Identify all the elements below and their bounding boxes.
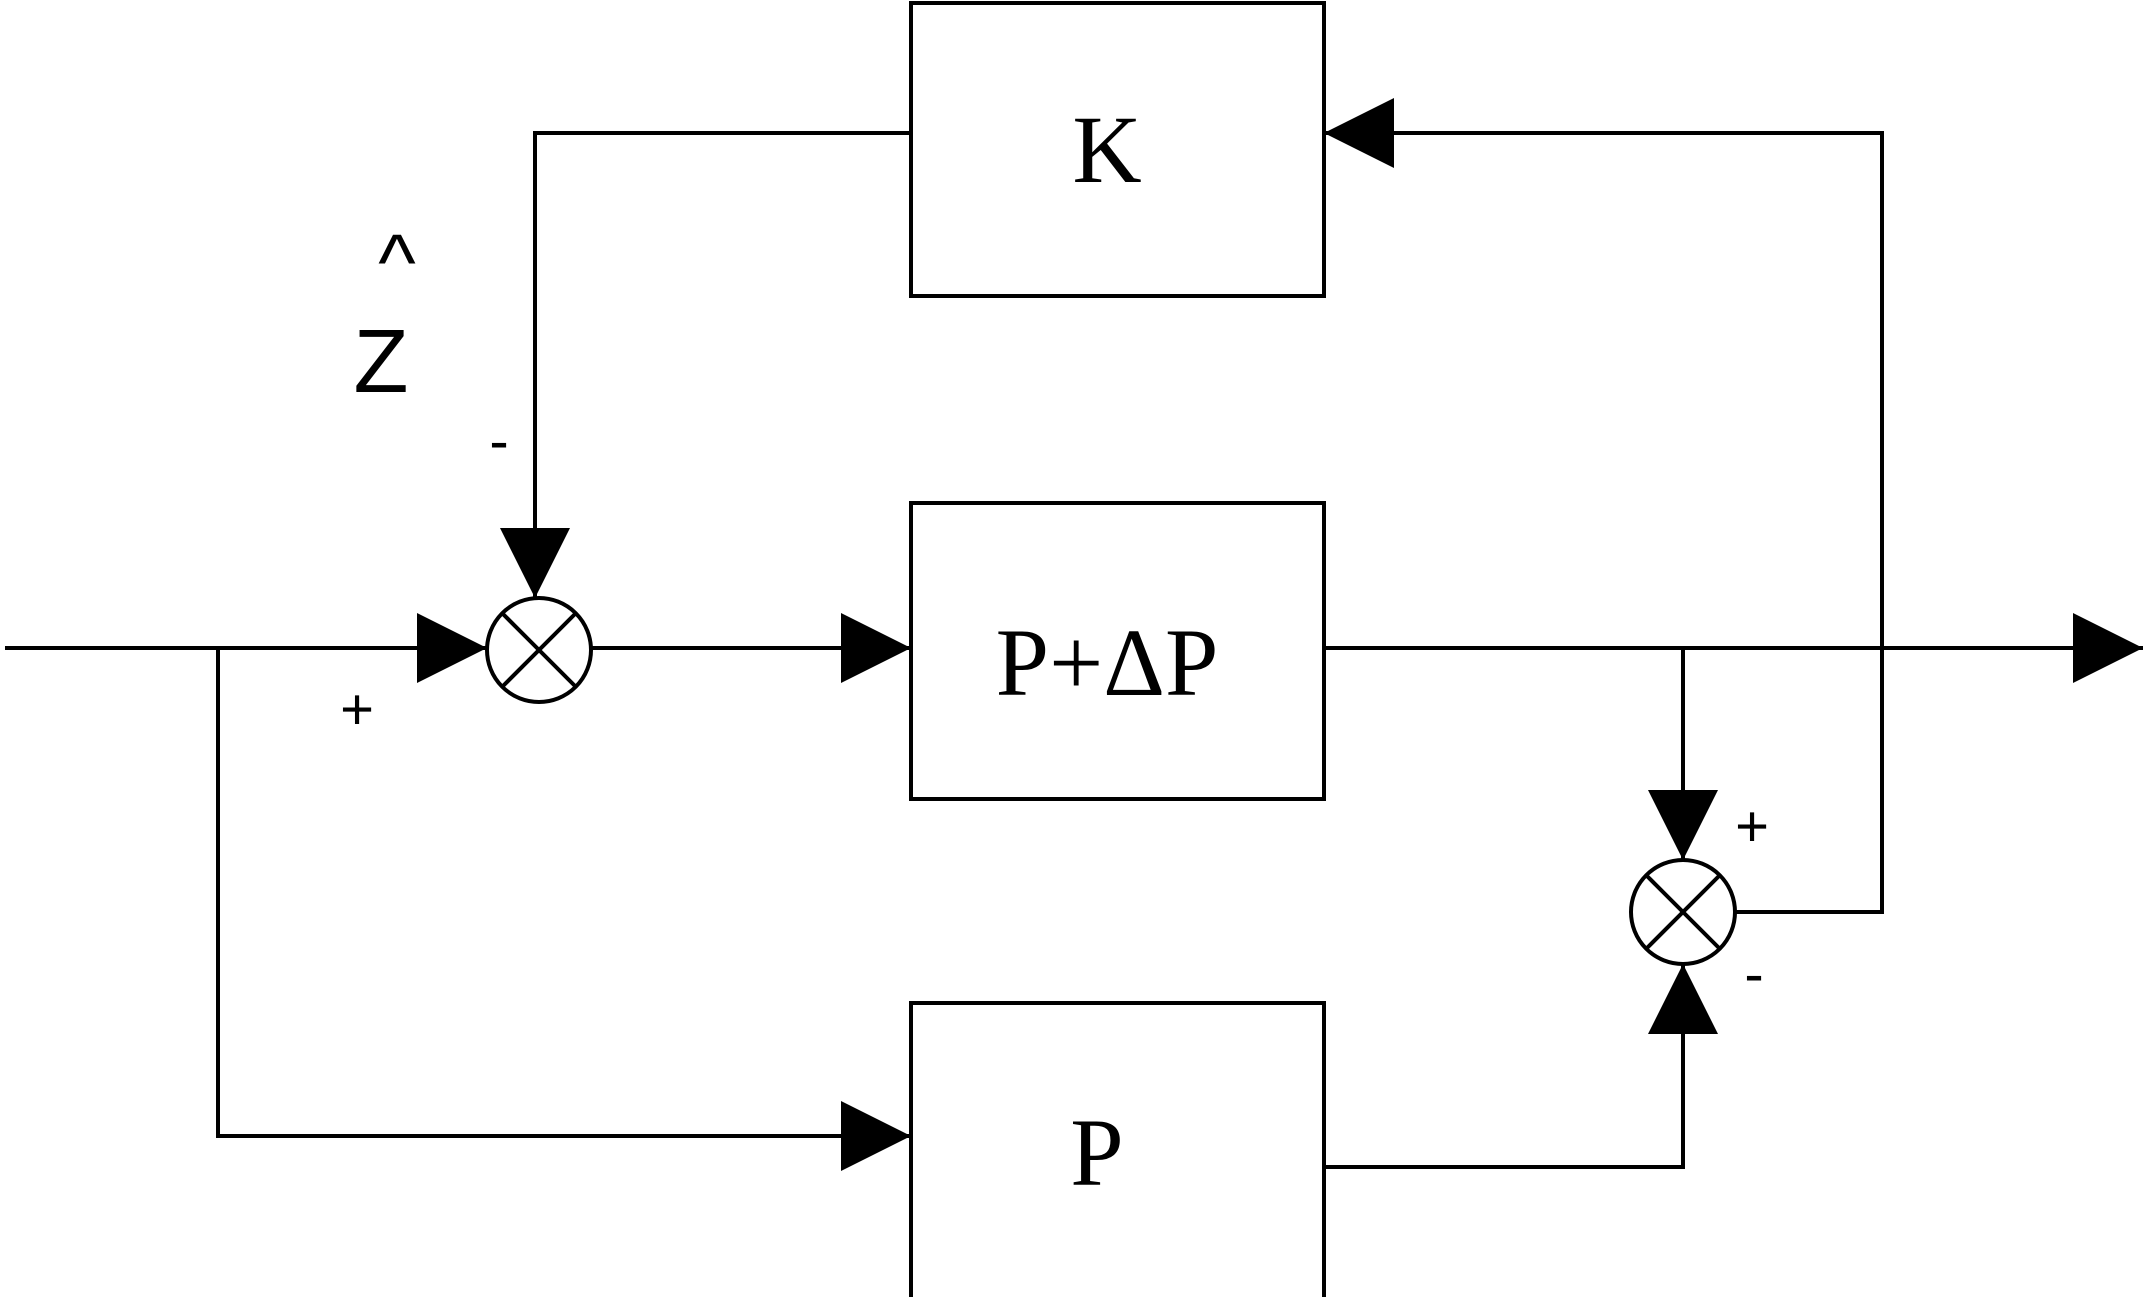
model-block-label: P <box>1070 1099 1123 1206</box>
z-hat-label: Z <box>354 312 409 412</box>
residual-to-k-arrow <box>1324 98 1884 914</box>
left-feedback-sign: - <box>489 409 508 474</box>
plant-delta-block <box>909 501 1326 801</box>
k-block-label: K <box>1072 96 1141 203</box>
input-branch-to-model <box>216 648 911 1171</box>
right-bottom-sign: - <box>1744 942 1763 1007</box>
model-block <box>909 1001 1326 1297</box>
right-summing-junction-icon <box>1629 858 1737 966</box>
k-output-to-left-junction-arrow <box>500 131 911 598</box>
left-summing-junction-icon <box>485 596 593 704</box>
right-top-sign: + <box>1735 794 1769 859</box>
plant-delta-block-label: P+ΔP <box>996 609 1219 716</box>
z-hat-hat: ^ <box>378 218 416 307</box>
model-to-right-junction-arrow <box>1324 964 1718 1169</box>
left-input-sign: + <box>340 677 374 742</box>
